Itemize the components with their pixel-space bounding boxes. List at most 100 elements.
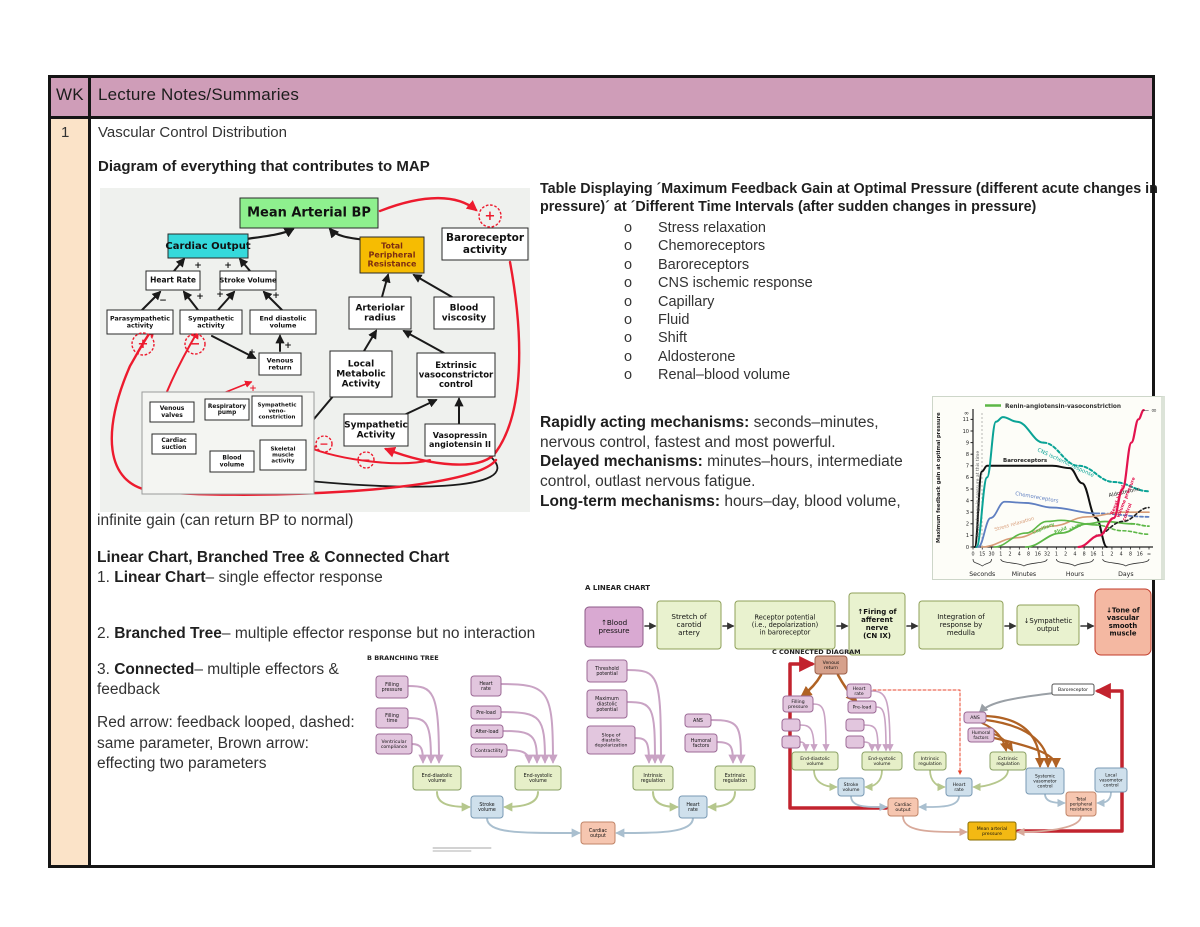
svg-text:4: 4 [966,498,969,504]
svg-text:rate: rate [854,691,864,697]
svg-text:veno-: veno- [268,409,285,415]
svg-text:activity: activity [127,323,154,330]
svg-text:Total: Total [381,242,403,251]
delayed-mechanisms-text: minutes–hours, intermediate control, out… [540,453,903,491]
item-term: Branched Tree [114,625,222,642]
svg-text:2: 2 [966,522,969,528]
svg-text:response by: response by [940,621,983,629]
lc-receptor-potential: Receptor potential(i.e., depolarization)… [734,600,836,650]
svg-text:peripheral: peripheral [1070,802,1093,808]
svg-text:Respiratory: Respiratory [208,404,246,410]
svg-text:resistance: resistance [1070,806,1093,812]
svg-text:diastolic: diastolic [601,738,621,744]
svg-text:1: 1 [966,533,969,539]
svg-text:time: time [387,718,398,724]
svg-text:Integration of: Integration of [937,613,985,621]
bullet-text: Stress relaxation [658,220,766,236]
svg-text:volume: volume [478,807,496,813]
svg-text:Slope of: Slope of [602,732,621,738]
svg-text:Cardiac: Cardiac [589,828,607,834]
svg-text:10: 10 [963,429,969,435]
bullet-marker: o [624,293,633,310]
table-column-divider [88,75,91,868]
svg-text:2: 2 [1009,552,1012,558]
svg-text:viscosity: viscosity [442,314,487,324]
svg-text:afferent: afferent [861,616,893,624]
svg-text:Baroreceptor: Baroreceptor [1058,687,1088,693]
svg-text:↓Sympathetic: ↓Sympathetic [1024,617,1073,625]
branched-tree-item: 2. Branched Tree– multiple effector resp… [97,624,535,644]
svg-text:Peripheral: Peripheral [369,251,416,260]
svg-text:−: − [319,438,328,451]
svg-text:Local: Local [348,359,374,369]
table-header-row [51,78,1152,119]
svg-text:Cardiac: Cardiac [894,802,912,808]
svg-text:After-load: After-load [475,729,498,735]
svg-text:artery: artery [678,628,701,637]
bt-after-load: After-load [470,724,504,739]
svg-text:Intrinsic: Intrinsic [921,756,940,762]
svg-text:−: − [361,454,370,467]
svg-text:valves: valves [161,412,183,419]
item-number: 1. [97,569,115,586]
svg-text:pressure: pressure [382,687,403,693]
svg-text:control: control [1103,782,1118,788]
svg-text:Stroke Volume: Stroke Volume [219,277,277,285]
svg-text:in baroreceptor: in baroreceptor [760,628,811,636]
svg-text:8: 8 [966,452,969,458]
cd-pre-load: Pre-load [847,700,877,714]
svg-text:potential: potential [596,671,617,677]
svg-text:control: control [1037,783,1052,789]
svg-text:Extrinsic: Extrinsic [725,773,746,779]
svg-text:Heart: Heart [686,802,699,808]
mechanisms-paragraph: Rapidly acting mechanisms: seconds–minut… [540,413,912,511]
svg-text:32: 32 [1044,552,1050,558]
svg-text:2: 2 [1110,552,1113,558]
svg-text:7: 7 [966,464,969,470]
bullet-marker: o [624,330,633,347]
svg-text:↑Blood: ↑Blood [601,618,627,627]
svg-text:End-systolic: End-systolic [524,773,553,779]
svg-text:Sympathetic: Sympathetic [258,402,297,408]
svg-text:Stroke: Stroke [479,802,494,808]
svg-text:Fluid: Fluid [1054,525,1068,535]
svg-text:Maximum: Maximum [595,696,619,702]
svg-text:Filling: Filling [791,699,804,705]
bullet-text: Chemoreceptors [658,238,766,255]
svg-text:B BRANCHING TREE: B BRANCHING TREE [367,654,439,662]
svg-text:Heart Rate: Heart Rate [150,276,196,285]
bt-contractility: Contractility [470,743,508,758]
cd-input-blank-2 [781,735,801,749]
svg-text:+: + [249,384,257,394]
svg-text:pressure: pressure [982,831,1002,837]
longterm-mechanisms-text: hours–day, blood volume, [720,492,901,510]
svg-text:Mean arterial: Mean arterial [977,826,1008,832]
svg-text:— ∞: — ∞ [1142,406,1157,414]
item-text: – multiple effector response but no inte… [221,625,536,642]
svg-text:regulation: regulation [723,778,747,784]
